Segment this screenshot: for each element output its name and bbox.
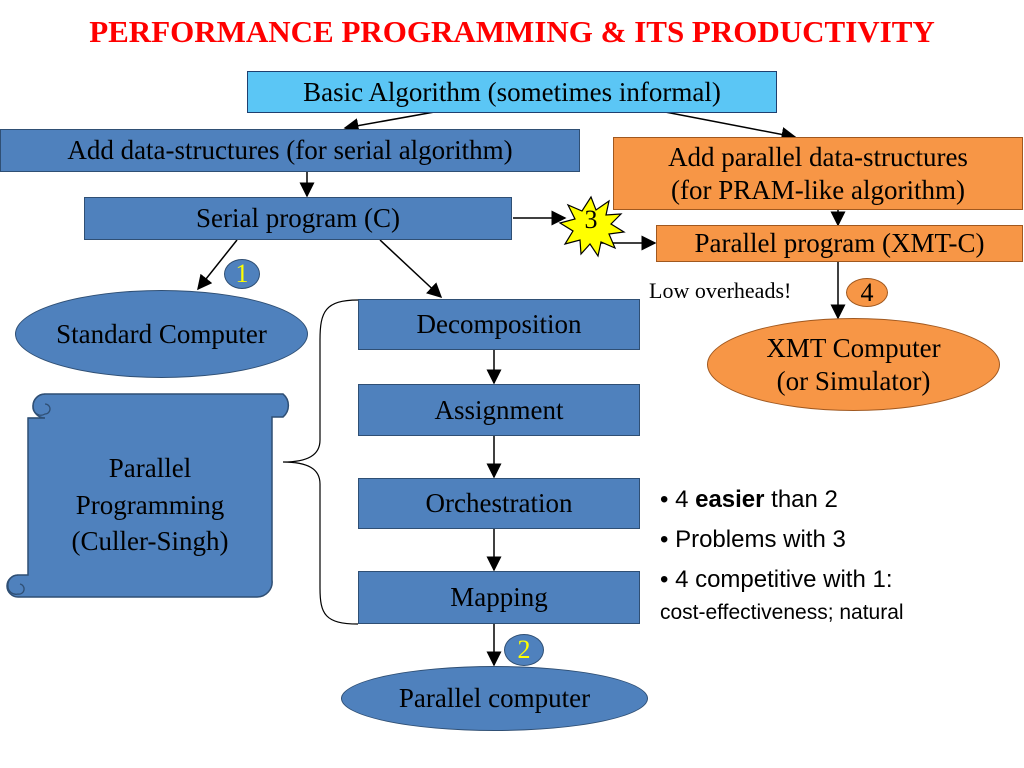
bullet-item-3: • 4 competitive with 1: <box>660 566 893 593</box>
arrow-serial-to-standard-computer <box>197 239 238 291</box>
xmt-computer-line2: (or Simulator) <box>776 365 931 396</box>
badge-3: 3 <box>584 205 598 234</box>
parallel-ds-line1: Add parallel data-structures <box>668 142 968 173</box>
scroll-line2: Programming <box>75 489 225 520</box>
page-title: PERFORMANCE PROGRAMMING & ITS PRODUCTIVI… <box>89 14 935 49</box>
arrow-serial-to-decomposition <box>379 239 443 299</box>
badge-1: 1 <box>224 259 260 289</box>
parallel-program-box: Parallel program (XMT-C) <box>656 225 1023 262</box>
scroll-text: Parallel Programming (Culler-Singh) <box>28 440 272 570</box>
parallel-data-structures-box: Add parallel data-structures (for PRAM-l… <box>613 137 1023 210</box>
basic-algorithm-box: Basic Algorithm (sometimes informal) <box>247 71 777 113</box>
xmt-computer-line1: XMT Computer <box>766 333 941 364</box>
arrow-basic-to-serial-ds <box>343 110 441 134</box>
orchestration-box: Orchestration <box>358 478 640 529</box>
bullet-item-1: • 4 easier than 2 <box>660 486 838 513</box>
serial-data-structures-box: Add data-structures (for serial algorith… <box>0 129 580 172</box>
decomposition-box: Decomposition <box>358 299 640 350</box>
arrow-basic-to-parallel-ds <box>659 110 797 142</box>
bullet-item-2: • Problems with 3 <box>660 526 846 553</box>
scroll-line3: (Culler-Singh) <box>71 526 229 557</box>
assignment-box: Assignment <box>358 384 640 436</box>
standard-computer-ellipse: Standard Computer <box>15 290 308 378</box>
scroll-line1: Parallel <box>108 453 192 484</box>
bullet-list: • 4 easier than 2 • Problems with 3 • 4 … <box>660 480 904 626</box>
mapping-box: Mapping <box>358 571 640 624</box>
low-overheads-note: Low overheads! <box>649 278 792 303</box>
serial-program-box: Serial program (C) <box>84 197 512 240</box>
curly-brace <box>282 299 359 625</box>
parallel-ds-line2: (for PRAM-like algorithm) <box>671 174 965 205</box>
star-burst-shape <box>558 195 626 258</box>
badge-2: 2 <box>504 634 544 666</box>
parallel-computer-ellipse: Parallel computer <box>341 666 648 731</box>
bullet-item-3-sub: cost-effectiveness; natural <box>660 601 904 624</box>
xmt-computer-ellipse: XMT Computer (or Simulator) <box>707 318 1000 411</box>
badge-4: 4 <box>846 278 888 307</box>
